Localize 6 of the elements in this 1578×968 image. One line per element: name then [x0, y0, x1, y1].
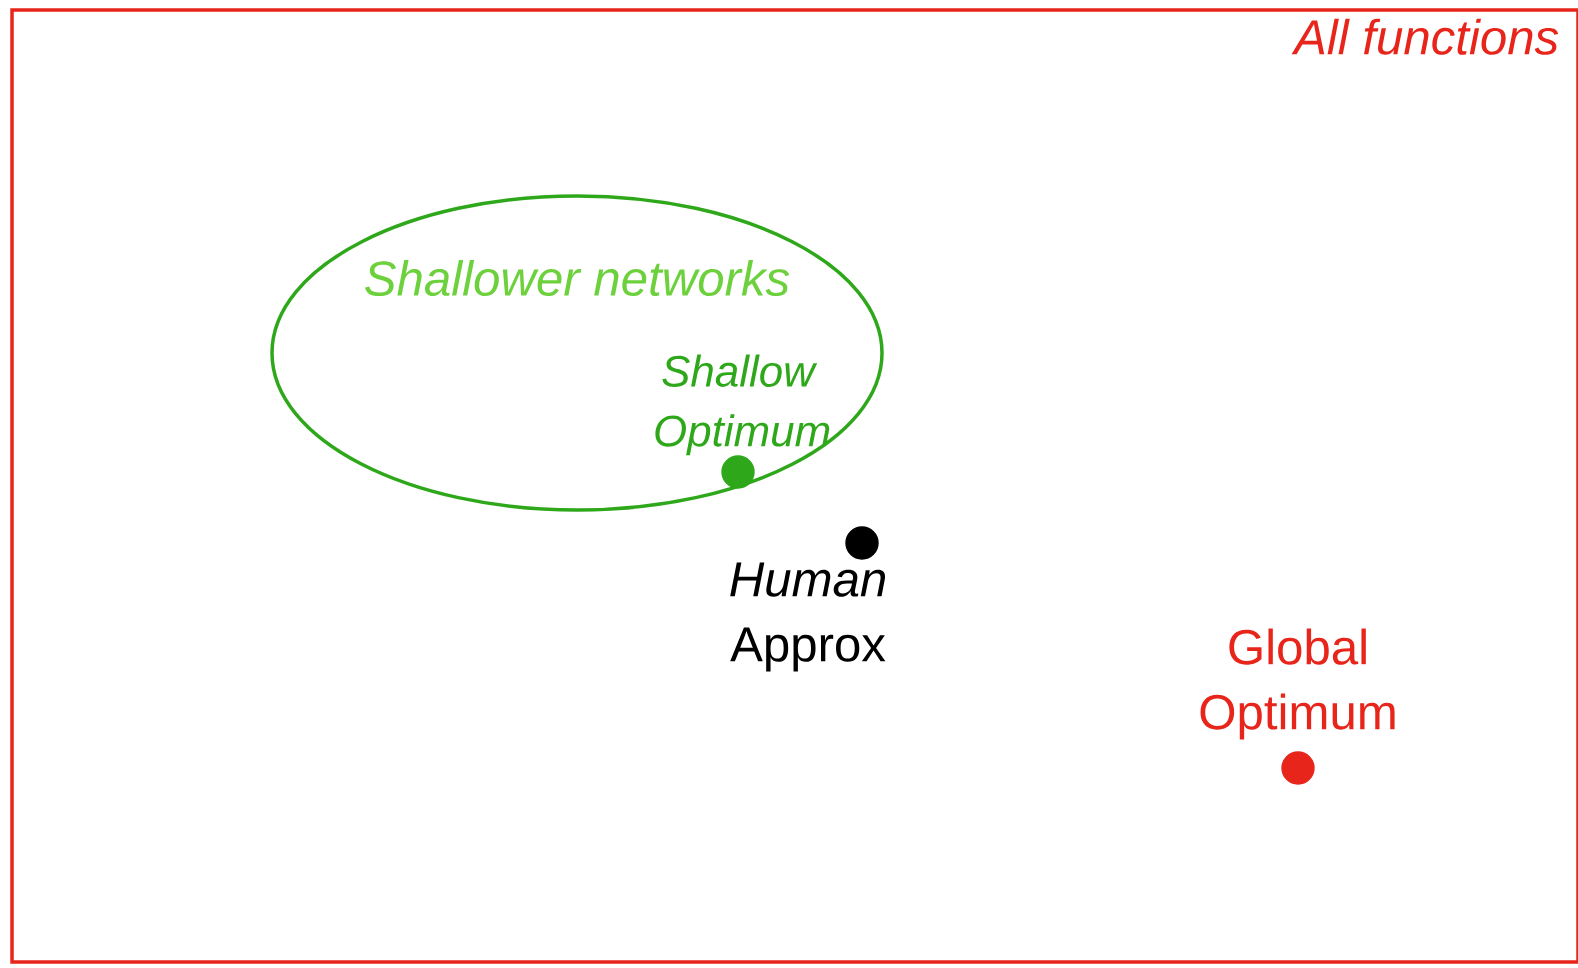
dot — [845, 526, 879, 560]
point-label: Shallow Optimum — [655, 354, 830, 456]
dot — [721, 455, 755, 489]
point-label: Global Optimum — [1200, 628, 1395, 740]
point-label: Human Approx — [730, 562, 886, 672]
dot — [1281, 751, 1315, 785]
